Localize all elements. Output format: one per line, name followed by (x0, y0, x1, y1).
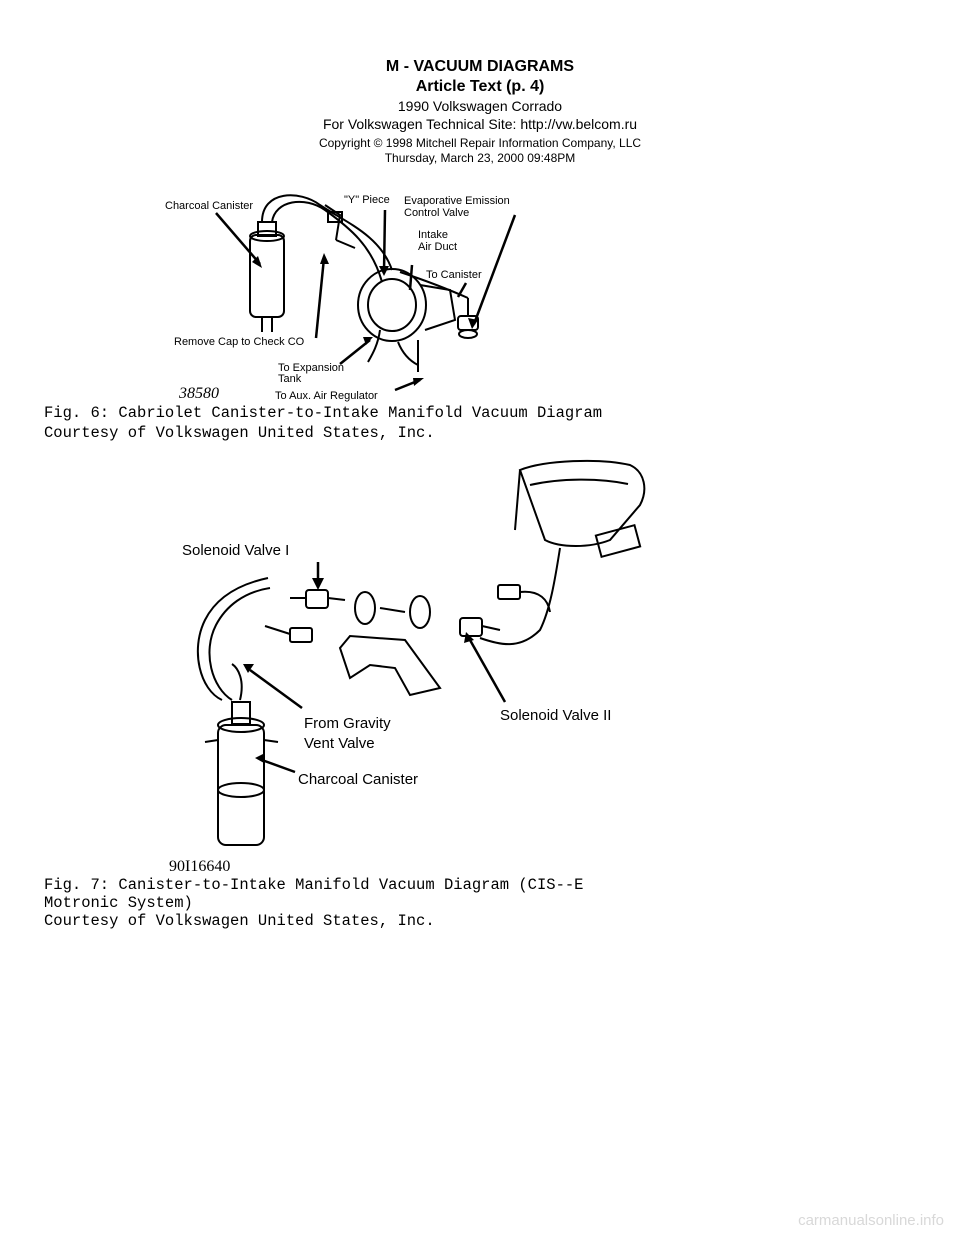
figure-7-diagram: Solenoid Valve I Solenoid Valve II From … (169, 459, 646, 875)
label-remove-cap: Remove Cap to Check CO (174, 336, 305, 348)
date-line: Thursday, March 23, 2000 09:48PM (384, 151, 576, 165)
label-solenoid-valve-1: Solenoid Valve I (182, 542, 289, 559)
article-title: Article Text (p. 4) (415, 78, 545, 95)
label-evap-line1: Evaporative Emission (404, 195, 510, 207)
section-title: M - VACUUM DIAGRAMS (385, 58, 575, 75)
solenoid-valve-1-drawing (305, 589, 329, 609)
intake-air-duct-drawing (357, 268, 427, 342)
label-intake-line1: Intake (418, 229, 448, 241)
site-line: For Volkswagen Technical Site: http://vw… (322, 116, 638, 132)
figure-6-number: 38580 (178, 385, 219, 402)
figure-7-caption-line3: Courtesy of Volkswagen United States, In… (44, 912, 435, 930)
label-solenoid-valve-2: Solenoid Valve II (500, 707, 611, 724)
label-to-expansion-line1: To Expansion (278, 362, 344, 374)
label-to-expansion-line2: Tank (278, 373, 302, 385)
figure-6-caption-line2: Courtesy of Volkswagen United States, In… (44, 424, 435, 442)
label-gravity-line1: From Gravity (304, 715, 391, 732)
label-to-aux: To Aux. Air Regulator (275, 390, 378, 402)
label-charcoal-canister: Charcoal Canister (165, 200, 253, 212)
label-gravity-line2: Vent Valve (304, 735, 375, 752)
label-intake-line2: Air Duct (418, 241, 457, 253)
label-y-piece: "Y" Piece (344, 194, 390, 206)
label-to-canister: To Canister (426, 269, 482, 281)
figure-7-caption-line2: Motronic System) (44, 894, 193, 912)
vehicle-title: 1990 Volkswagen Corrado (397, 98, 563, 114)
label-charcoal-canister-2: Charcoal Canister (298, 771, 418, 788)
label-evap-line2: Control Valve (404, 207, 469, 219)
figure-7-caption-line1: Fig. 7: Canister-to-Intake Manifold Vacu… (44, 876, 584, 894)
figure-6-diagram: Charcoal Canister "Y" Piece Evaporative … (165, 194, 517, 402)
watermark: carmanualsonline.info (798, 1212, 944, 1229)
figure-7-number: 90I16640 (169, 858, 230, 875)
figure-6-caption-line1: Fig. 6: Cabriolet Canister-to-Intake Man… (44, 404, 603, 422)
solenoid-valve-2-drawing (459, 617, 483, 637)
copyright-line: Copyright © 1998 Mitchell Repair Informa… (318, 136, 642, 150)
